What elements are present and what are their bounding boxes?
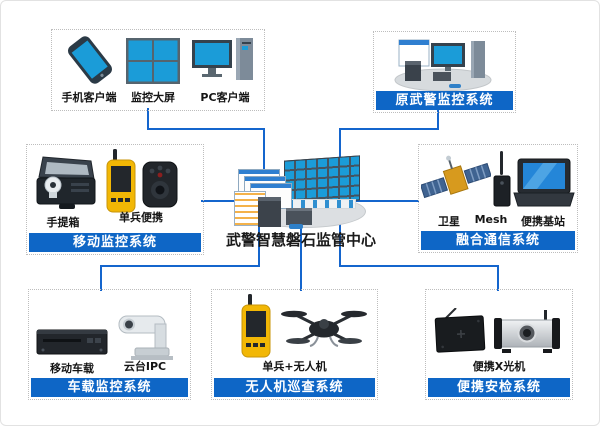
connector-xray-v	[339, 206, 341, 267]
server-box-icon	[286, 208, 312, 225]
label-suitcase: 手提箱	[46, 216, 80, 229]
connector-xray-h	[339, 265, 499, 267]
connector-vehicle-drop	[100, 265, 102, 291]
body-camera-icon	[141, 159, 179, 213]
group-mobile: 手提箱 单兵便携 移动监控系统	[26, 144, 204, 255]
group-legacy: 原武警监控系统	[373, 31, 516, 113]
connector-vehicle-v	[258, 206, 260, 267]
connector-xray-drop	[497, 265, 499, 291]
label-mesh: Mesh	[474, 213, 508, 226]
server-rack-icon	[258, 197, 281, 227]
banner-xray: 便携安检系统	[428, 378, 570, 397]
connector-legacy-drop	[339, 128, 341, 178]
banner-mobile: 移动监控系统	[29, 233, 201, 252]
desktop-pc-icon	[192, 36, 256, 90]
connector-legacy-h	[339, 128, 439, 130]
ptz-camera-icon	[117, 310, 175, 368]
mobile-dvr-icon	[35, 326, 109, 362]
group-comm: 卫星 Mesh 便携基站 融合通信系统	[418, 144, 578, 253]
satellite-icon	[419, 153, 492, 213]
suitcase-camera-icon	[33, 155, 101, 217]
group-xray: 便携X光机 便携安检系统	[425, 289, 573, 400]
label-mobile-vehicle: 移动车载	[50, 362, 94, 375]
control-center-icon	[226, 147, 396, 229]
label-ptz-ipc: 云台IPC	[123, 360, 167, 373]
label-pc-client: PC客户端	[200, 91, 250, 104]
connector-clients-v	[147, 108, 149, 130]
device-pad-icon	[289, 224, 303, 229]
label-monitor-wall: 监控大屏	[131, 91, 175, 104]
connector-legacy-v	[437, 110, 439, 130]
label-individual-portable: 单兵便携	[119, 211, 163, 224]
banner-legacy: 原武警监控系统	[376, 91, 513, 110]
label-soldier-drone: 单兵+无人机	[262, 360, 327, 373]
group-vehicle: 移动车载 云台IPC 车载监控系统	[28, 289, 191, 400]
connector-clients-h	[147, 128, 265, 130]
video-wall-icon	[126, 38, 180, 88]
connector-clients-drop	[263, 128, 265, 198]
label-portable-xray: 便携X光机	[472, 360, 526, 373]
label-satellite: 卫星	[438, 215, 460, 228]
rugged-laptop-icon	[513, 157, 575, 211]
handheld-terminal-icon	[105, 149, 139, 217]
connector-vehicle-h	[100, 265, 260, 267]
flat-panel-detector-icon	[434, 307, 488, 360]
label-phone-client: 手机客户端	[61, 91, 117, 104]
xray-machine-icon	[492, 310, 562, 360]
center-title: 武警智慧磐石监管中心	[225, 231, 376, 249]
legacy-system-icon	[387, 34, 499, 96]
banner-comm: 融合通信系统	[421, 231, 575, 250]
quadcopter-icon	[278, 304, 370, 360]
group-clients: 手机客户端 监控大屏 PC客户端	[51, 29, 265, 111]
label-portable-basestation: 便携基站	[521, 215, 565, 228]
smartphone-icon	[60, 34, 120, 90]
group-drone: 单兵+无人机 无人机巡查系统	[211, 289, 378, 400]
connector-drone-v	[300, 206, 302, 291]
mesh-radio-icon	[491, 151, 513, 213]
handheld-terminal-icon	[240, 294, 274, 362]
banner-drone: 无人机巡查系统	[214, 378, 375, 397]
banner-vehicle: 车载监控系统	[31, 378, 188, 397]
